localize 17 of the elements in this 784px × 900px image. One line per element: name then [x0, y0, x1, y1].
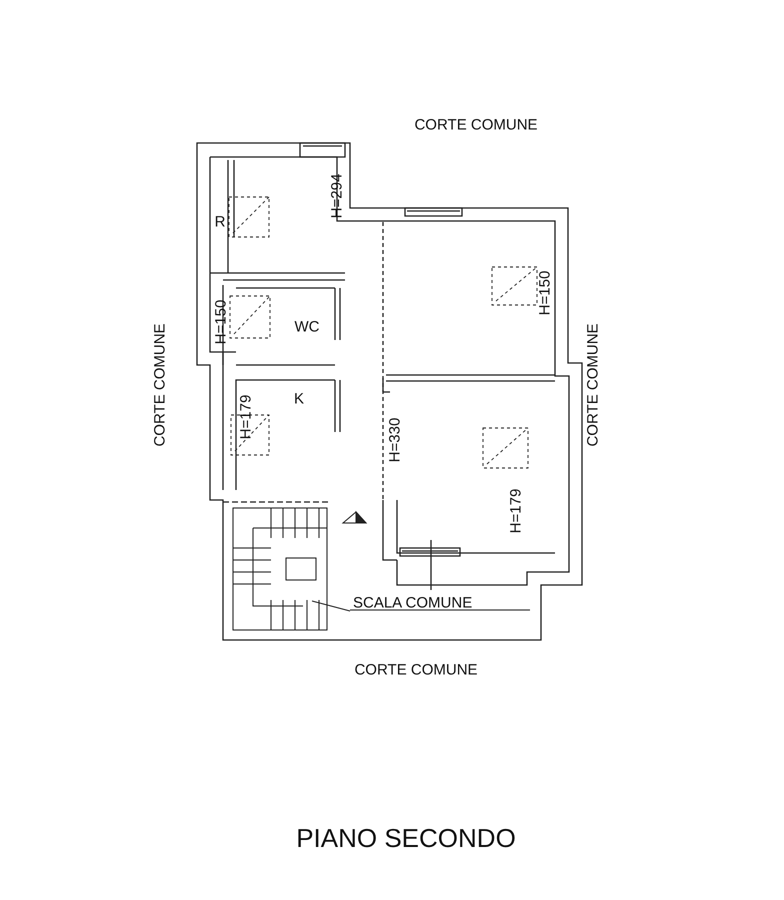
- area-label: SCALA COMUNE: [353, 594, 472, 612]
- staircase-drawing: [232, 508, 328, 630]
- room-label: R: [214, 214, 226, 230]
- leader-line: [312, 600, 350, 612]
- height-label: H=150: [212, 300, 230, 344]
- room-label: WC: [294, 318, 320, 336]
- height-label: H=330: [386, 418, 404, 462]
- area-label: CORTE COMUNE: [354, 662, 478, 678]
- area-label: CORTE COMUNE: [414, 116, 538, 134]
- height-label: H=294: [328, 174, 346, 218]
- plan-title: PIANO SECONDO: [296, 823, 516, 853]
- height-label: H=179: [238, 394, 254, 440]
- height-label: H=179: [508, 488, 524, 534]
- room-label: K: [294, 390, 304, 408]
- area-label: CORTE COMUNE: [152, 323, 168, 447]
- height-label: H=150: [536, 270, 554, 316]
- area-label: CORTE COMUNE: [584, 323, 602, 447]
